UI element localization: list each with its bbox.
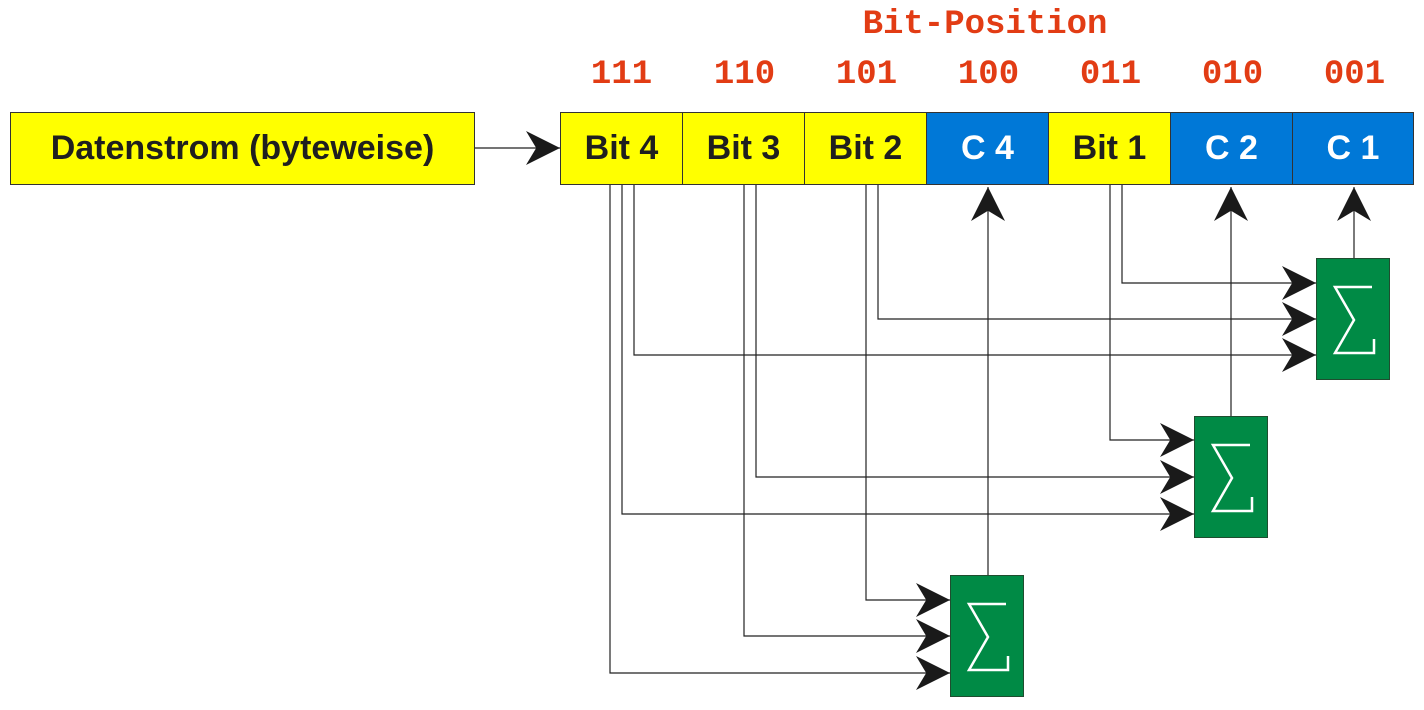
wire-bit1-to-c2	[1109, 185, 1194, 457]
data-stream-box: Datenstrom (byteweise)	[10, 112, 475, 185]
sigma-icon	[966, 602, 1010, 672]
wire-bit4-to-c2	[621, 185, 1194, 531]
sigma-icon	[1210, 443, 1254, 513]
cell-c-2: C 2	[1170, 112, 1293, 185]
wire-bit4-to-c1	[633, 185, 1316, 372]
cell-bit-2: Bit 2	[804, 112, 927, 185]
adder-c1	[1316, 258, 1390, 380]
position-label-6: 010	[1201, 56, 1264, 94]
wire-bit2-to-c1	[877, 185, 1316, 336]
position-label-7: 001	[1323, 56, 1386, 94]
wire-bit1-to-c1	[1121, 185, 1316, 300]
adder-c2	[1194, 416, 1268, 538]
position-label-3: 101	[835, 56, 898, 94]
cell-bit-4: Bit 4	[560, 112, 683, 185]
position-label-2: 110	[713, 56, 776, 94]
cell-bit-3: Bit 3	[682, 112, 805, 185]
bit-position-title: Bit-Position	[862, 6, 1108, 44]
sigma-icon	[1332, 285, 1376, 355]
adder-c4	[950, 575, 1024, 697]
position-label-4: 100	[957, 56, 1020, 94]
position-label-1: 111	[590, 56, 653, 94]
cell-bit-1: Bit 1	[1048, 112, 1171, 185]
wire-bit4-to-c4	[609, 185, 950, 690]
wire-bit3-to-c4	[743, 185, 950, 653]
wire-bit2-to-c4	[865, 185, 950, 617]
cell-c-1: C 1	[1292, 112, 1414, 185]
position-label-5: 011	[1079, 56, 1142, 94]
cell-c-4: C 4	[926, 112, 1049, 185]
wire-bit3-to-c2	[755, 185, 1194, 494]
